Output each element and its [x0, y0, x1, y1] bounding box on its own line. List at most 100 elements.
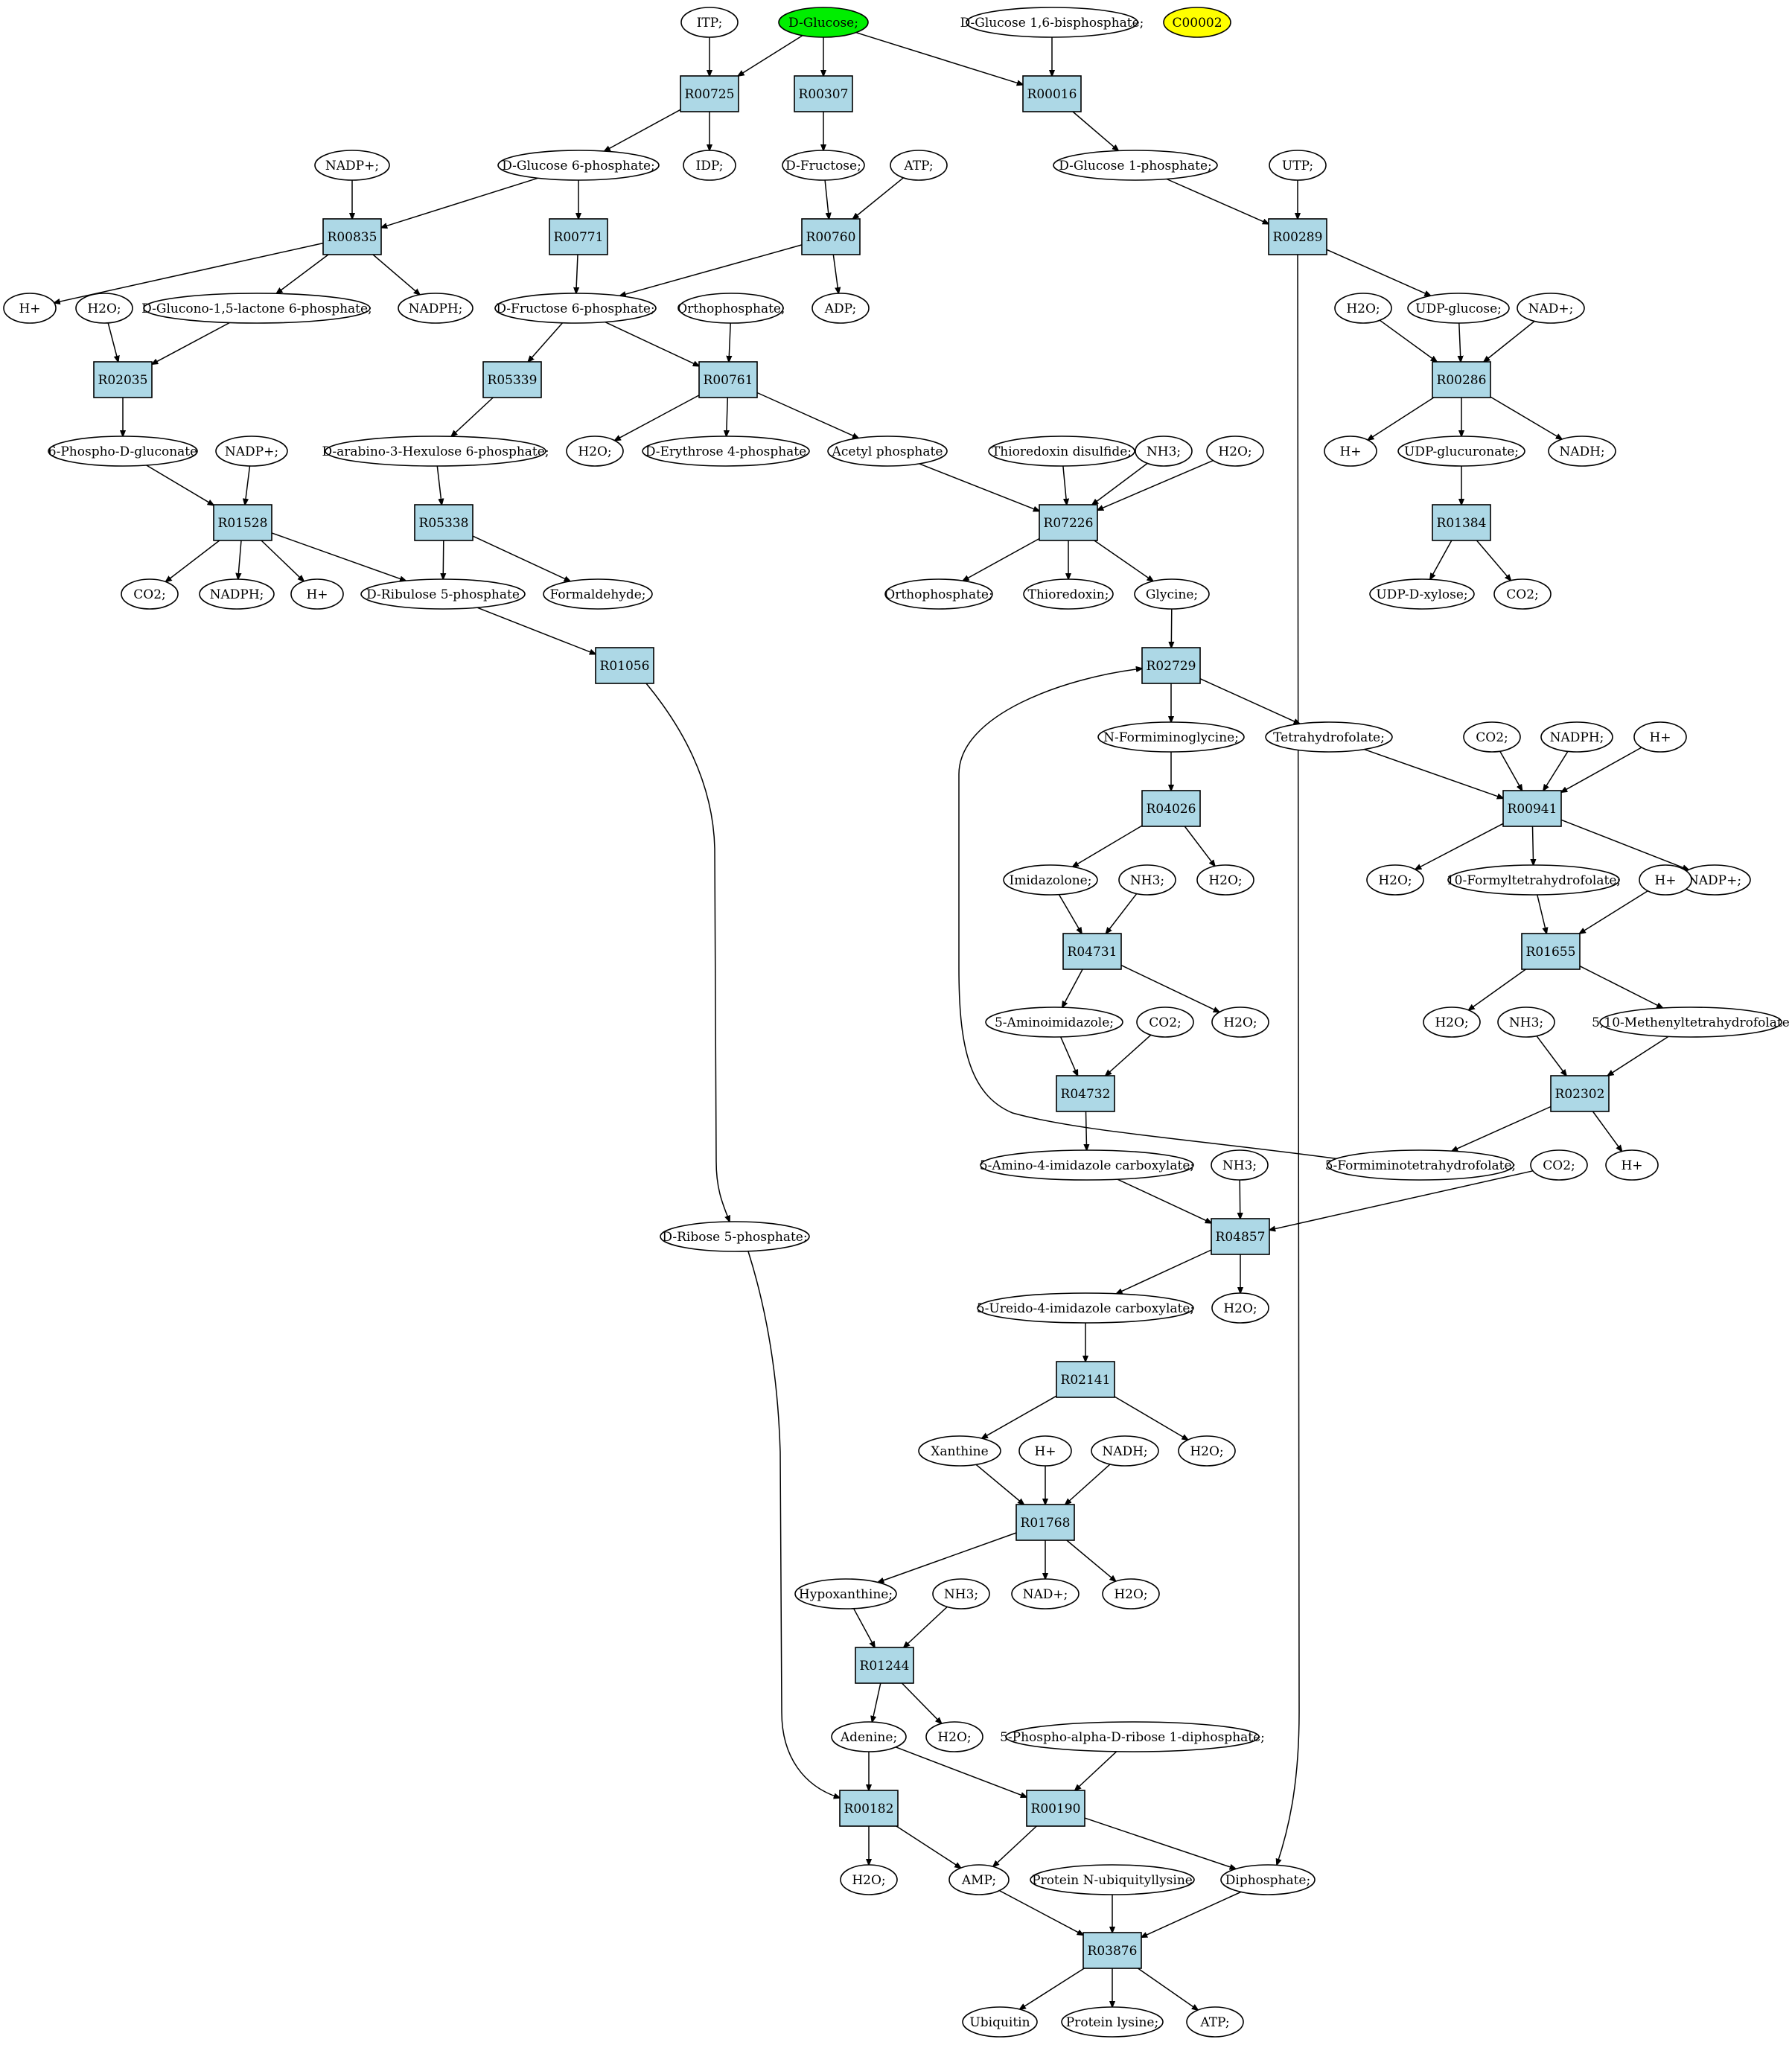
reaction-r03876[interactable]: R03876 — [1082, 1932, 1142, 1969]
compound-nad-2[interactable]: NAD+; — [1011, 1578, 1080, 1609]
compound-orthophosphate-2[interactable]: Orthophosphate; — [884, 578, 993, 610]
compound-udp-glucose[interactable]: UDP-glucose; — [1407, 293, 1510, 324]
compound-d-glucose-1p[interactable]: D-Glucose 1-phosphate; — [1053, 150, 1218, 181]
reaction-r01056[interactable]: R01056 — [595, 647, 654, 684]
compound-h-6[interactable]: H+ — [1605, 1149, 1659, 1181]
compound-amp[interactable]: AMP; — [948, 1864, 1010, 1895]
compound-phospho-gluconate[interactable]: 6-Phospho-D-gluconate — [48, 436, 198, 467]
compound-h2o-4[interactable]: H2O; — [1206, 436, 1264, 467]
compound-hypoxanthine[interactable]: Hypoxanthine; — [794, 1578, 897, 1609]
compound-d-glucose[interactable]: D-Glucose; — [778, 7, 869, 38]
compound-nad-1[interactable]: NAD+; — [1517, 293, 1585, 324]
compound-orthophosphate-1[interactable]: Orthophosphate; — [677, 293, 785, 324]
reaction-r01528[interactable]: R01528 — [213, 504, 272, 541]
compound-utp[interactable]: UTP; — [1269, 150, 1327, 181]
compound-ribulose-5p[interactable]: D-Ribulose 5-phosphate — [360, 578, 526, 610]
reaction-r02141[interactable]: R02141 — [1056, 1361, 1115, 1398]
reaction-r00771[interactable]: R00771 — [549, 218, 608, 255]
reaction-r00307[interactable]: R00307 — [794, 75, 853, 112]
compound-formimino-thf[interactable]: 5-Formiminotetrahydrofolate; — [1325, 1149, 1517, 1181]
compound-d-ribose-5p[interactable]: D-Ribose 5-phosphate; — [660, 1221, 810, 1252]
reaction-r04731[interactable]: R04731 — [1062, 933, 1122, 970]
compound-ubiquitin[interactable]: Ubiquitin — [962, 2006, 1038, 2038]
compound-n-formiminoglycine[interactable]: N-Formiminoglycine; — [1097, 721, 1245, 753]
compound-c00002[interactable]: C00002 — [1163, 7, 1231, 38]
compound-ureido-imidazole-carboxylate[interactable]: 5-Ureido-4-imidazole carboxylate; — [977, 1292, 1194, 1324]
compound-prpp[interactable]: 5-Phospho-alpha-D-ribose 1-diphosphate; — [1000, 1721, 1265, 1752]
compound-co2-4[interactable]: CO2; — [1136, 1006, 1194, 1038]
compound-co2-5[interactable]: CO2; — [1530, 1149, 1588, 1181]
compound-itp[interactable]: ITP; — [680, 7, 739, 38]
compound-h2o-2[interactable]: H2O; — [1334, 293, 1392, 324]
reaction-r02302[interactable]: R02302 — [1550, 1075, 1610, 1112]
compound-aminoimidazole[interactable]: 5-Aminoimidazole; — [985, 1006, 1123, 1038]
compound-udp-xylose[interactable]: UDP-D-xylose; — [1369, 578, 1475, 610]
compound-nadh-1[interactable]: NADH; — [1548, 436, 1616, 467]
compound-co2-1[interactable]: CO2; — [121, 578, 179, 610]
compound-h-2[interactable]: H+ — [1324, 436, 1377, 467]
compound-methenyl-thf[interactable]: 5,10-Methenyltetrahydrofolate — [1592, 1006, 1790, 1038]
compound-glycine[interactable]: Glycine; — [1134, 578, 1210, 610]
compound-diphosphate[interactable]: Diphosphate; — [1220, 1864, 1316, 1895]
compound-nh3-1[interactable]: NH3; — [1135, 436, 1193, 467]
compound-imidazolone[interactable]: Imidazolone; — [1003, 864, 1098, 896]
compound-nadph-1[interactable]: NADPH; — [398, 293, 473, 324]
reaction-r02035[interactable]: R02035 — [93, 361, 153, 398]
compound-h2o-13[interactable]: H2O; — [840, 1864, 898, 1895]
compound-nh3-3[interactable]: NH3; — [1497, 1006, 1555, 1038]
compound-acetyl-phosphate[interactable]: Acetyl phosphate — [827, 436, 948, 467]
reaction-r04732[interactable]: R04732 — [1056, 1075, 1115, 1112]
reaction-r01655[interactable]: R01655 — [1521, 933, 1581, 970]
reaction-r00190[interactable]: R00190 — [1026, 1790, 1085, 1827]
compound-co2-2[interactable]: CO2; — [1493, 578, 1552, 610]
reaction-r01244[interactable]: R01244 — [855, 1647, 914, 1684]
compound-co2-3[interactable]: CO2; — [1463, 721, 1521, 753]
compound-d-fructose-6p[interactable]: D-Fructose 6-phosphate; — [494, 293, 657, 324]
reaction-r07226[interactable]: R07226 — [1039, 504, 1098, 541]
reaction-r05339[interactable]: R05339 — [482, 361, 542, 398]
compound-hexulose-6p[interactable]: D-arabino-3-Hexulose 6-phosphate; — [322, 436, 549, 467]
reaction-r00182[interactable]: R00182 — [839, 1790, 899, 1827]
compound-h2o-9[interactable]: H2O; — [1211, 1292, 1269, 1324]
compound-h-1[interactable]: H+ — [3, 293, 57, 324]
compound-tetrahydrofolate[interactable]: Tetrahydrofolate; — [1265, 721, 1393, 753]
compound-xanthine[interactable]: Xanthine — [918, 1435, 1001, 1467]
compound-h2o-8[interactable]: H2O; — [1423, 1006, 1481, 1038]
compound-adp[interactable]: ADP; — [811, 293, 870, 324]
compound-h2o-1[interactable]: H2O; — [75, 293, 133, 324]
compound-nh3-4[interactable]: NH3; — [1211, 1149, 1269, 1181]
compound-glucono-lactone[interactable]: D-Glucono-1,5-lactone 6-phosphate; — [141, 293, 372, 324]
compound-erythrose-4p[interactable]: D-Erythrose 4-phosphate — [642, 436, 810, 467]
reaction-r00761[interactable]: R00761 — [698, 361, 758, 398]
compound-h-5[interactable]: H+ — [1639, 864, 1692, 896]
compound-formyl-thf[interactable]: 10-Formyltetrahydrofolate; — [1447, 864, 1621, 896]
compound-h2o-5[interactable]: H2O; — [1196, 864, 1254, 896]
reaction-r00760[interactable]: R00760 — [801, 218, 861, 255]
compound-idp[interactable]: IDP; — [683, 150, 736, 181]
compound-nadh-2[interactable]: NADH; — [1091, 1435, 1159, 1467]
compound-amino-imidazole-carboxylate[interactable]: 5-Amino-4-imidazole carboxylate; — [980, 1149, 1194, 1181]
reaction-r00941[interactable]: R00941 — [1502, 790, 1562, 827]
compound-thioredoxin-disulfide[interactable]: Thioredoxin disulfide; — [988, 436, 1135, 467]
compound-protein-n-ubiquityllysine[interactable]: Protein N-ubiquityllysine — [1030, 1864, 1195, 1895]
compound-atp-1[interactable]: ATP; — [890, 150, 948, 181]
compound-h-7[interactable]: H+ — [1018, 1435, 1072, 1467]
reaction-r01384[interactable]: R01384 — [1432, 504, 1491, 541]
compound-h2o-7[interactable]: H2O; — [1211, 1006, 1269, 1038]
reaction-r00016[interactable]: R00016 — [1022, 75, 1082, 112]
reaction-r00835[interactable]: R00835 — [322, 218, 382, 255]
compound-d-fructose[interactable]: D-Fructose; — [782, 150, 865, 181]
compound-d-glucose-6p[interactable]: D-Glucose 6-phosphate; — [497, 150, 660, 181]
reaction-r05338[interactable]: R05338 — [414, 504, 473, 541]
compound-protein-lysine[interactable]: Protein lysine; — [1061, 2006, 1164, 2038]
compound-formaldehyde[interactable]: Formaldehyde; — [543, 578, 653, 610]
compound-thioredoxin[interactable]: Thioredoxin; — [1023, 578, 1114, 610]
compound-adenine[interactable]: Adenine; — [831, 1721, 907, 1752]
reaction-r00725[interactable]: R00725 — [680, 75, 739, 112]
reaction-r04857[interactable]: R04857 — [1211, 1218, 1270, 1255]
compound-h2o-10[interactable]: H2O; — [1178, 1435, 1236, 1467]
compound-nadph-3[interactable]: NADPH; — [1540, 721, 1613, 753]
compound-atp-2[interactable]: ATP; — [1186, 2006, 1244, 2038]
compound-h2o-12[interactable]: H2O; — [925, 1721, 983, 1752]
compound-h2o-11[interactable]: H2O; — [1102, 1578, 1160, 1609]
